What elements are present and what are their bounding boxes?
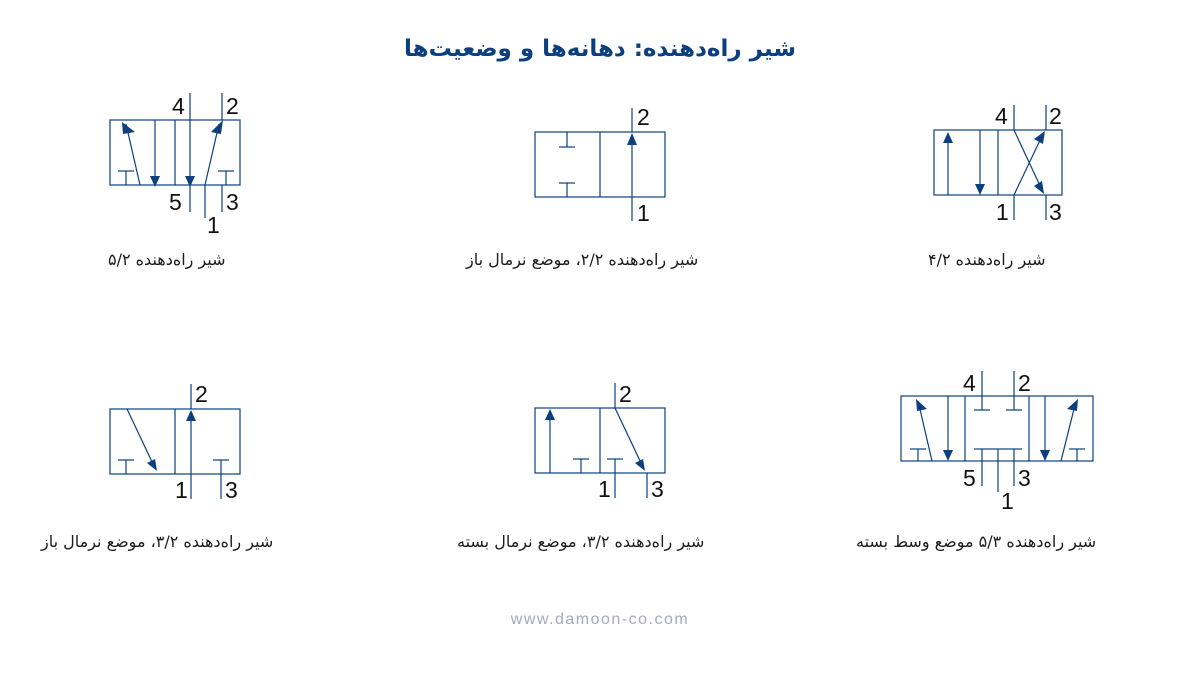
port-1-label: 1	[1001, 488, 1014, 514]
valve-3-2-nc-symbol: 2 1 3	[534, 381, 666, 502]
valve-3-2-nc-caption: شیر راه‌دهنده ۳/۲، موضع نرمال بسته	[457, 532, 705, 551]
port-2-label: 2	[226, 93, 239, 119]
port-2-label: 2	[1018, 370, 1031, 396]
port-2-label: 2	[1049, 103, 1062, 129]
valve-5-2-diagram: 4 2 5 3 1	[105, 90, 255, 238]
valve-3-2-no-caption: شیر راه‌دهنده ۳/۲، موضع نرمال باز	[41, 532, 274, 551]
valve-3-2-no-symbol: 2 1 3	[109, 381, 241, 503]
port-3-label: 3	[226, 189, 239, 215]
valve-5-2-symbol: 4 2 5 3 1	[109, 93, 241, 238]
port-1-label: 1	[175, 477, 188, 503]
valve-3-2-no-diagram: 2 1 3	[105, 380, 255, 505]
port-3-label: 3	[1049, 199, 1062, 225]
port-1-label: 1	[996, 199, 1009, 225]
port-1-label: 1	[637, 200, 650, 226]
valve-5-3-symbol: 4 2 5 3 1	[900, 370, 1094, 514]
port-5-label: 5	[169, 189, 182, 215]
valve-4-2-diagram: 4 2 1 3	[930, 100, 1080, 225]
valve-5-3-diagram: 4 2 5 3 1	[895, 365, 1105, 515]
port-3-label: 3	[1018, 465, 1031, 491]
valve-2-2-diagram: 2 1	[530, 100, 680, 226]
port-2-label: 2	[195, 381, 208, 407]
valve-2-2-symbol: 2 1	[534, 104, 666, 226]
port-2-label: 2	[619, 381, 632, 407]
valve-3-2-nc-diagram: 2 1 3	[530, 380, 680, 505]
port-4-label: 4	[172, 93, 185, 119]
port-4-label: 4	[963, 370, 976, 396]
port-4-label: 4	[995, 103, 1008, 129]
valve-2-2-caption: شیر راه‌دهنده ۲/۲، موضع نرمال باز	[466, 250, 699, 269]
footer-website-url[interactable]: www.damoon-co.com	[510, 611, 690, 628]
valve-4-2-caption: شیر راه‌دهنده ۴/۲	[928, 250, 1046, 269]
port-3-label: 3	[651, 476, 664, 502]
port-1-label: 1	[598, 476, 611, 502]
valve-5-2-caption: شیر راه‌دهنده ۵/۲	[108, 250, 226, 269]
port-2-label: 2	[637, 104, 650, 130]
port-3-label: 3	[225, 477, 238, 503]
valve-4-2-symbol: 4 2 1 3	[933, 103, 1063, 225]
valve-5-3-caption: شیر راه‌دهنده ۵/۳ موضع وسط بسته	[856, 532, 1097, 551]
port-1-label: 1	[207, 212, 220, 238]
port-5-label: 5	[963, 465, 976, 491]
page-title: شیر راه‌دهنده: دهانه‌ها و وضعیت‌ها	[404, 36, 796, 62]
